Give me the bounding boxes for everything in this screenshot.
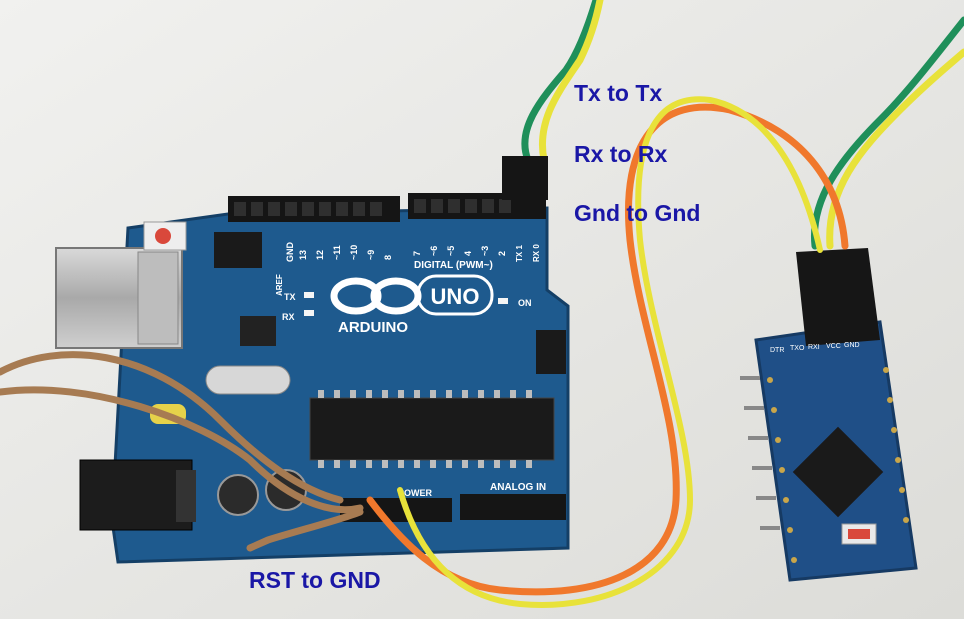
- pin-label: RX 0: [532, 244, 541, 262]
- caption-rst-to-gnd: RST to GND: [249, 567, 381, 593]
- arduino-brand-text: ARDUINO: [338, 319, 408, 336]
- power-jack: [79, 459, 193, 531]
- pin-label: ~9: [366, 250, 376, 260]
- caption-gnd-to-gnd: Gnd to Gnd: [574, 200, 701, 226]
- gnd-label: GND: [285, 242, 295, 263]
- pin-label: ~10: [349, 245, 359, 260]
- pro-mini-label: VCC: [826, 343, 841, 350]
- pin-label: ~11: [332, 245, 342, 260]
- pin-label: 4: [463, 251, 473, 256]
- pin-label: ~3: [480, 246, 490, 256]
- analog-label: ANALOG IN: [490, 482, 546, 493]
- caption-rx-to-rx: Rx to Rx: [574, 141, 668, 167]
- arduino-uno-board: UNO ARDUINO DIGITAL (PWM~) ANALOG IN POW…: [55, 193, 570, 564]
- pro-mini-label: GND: [844, 342, 860, 349]
- power-label: POWER: [398, 488, 433, 498]
- caption-tx-to-tx: Tx to Tx: [574, 80, 663, 106]
- digital-label: DIGITAL (PWM~): [414, 260, 493, 271]
- pro-mini-label: DTR: [770, 347, 784, 354]
- pin-label: 8: [383, 255, 393, 260]
- capacitor: [217, 474, 259, 516]
- tx-label: TX: [284, 292, 296, 302]
- pin-label: 7: [412, 251, 422, 256]
- uno-logo-text: UNO: [431, 284, 480, 309]
- analog-header: [460, 494, 566, 520]
- infinity-logo-icon: [330, 277, 382, 315]
- pin-label: ~6: [429, 246, 439, 256]
- yellow-wire-rx: [539, 0, 604, 164]
- rx-label: RX: [282, 312, 295, 322]
- pin-label: TX 1: [515, 245, 524, 262]
- on-label: ON: [518, 298, 532, 308]
- aref-label: AREF: [275, 274, 284, 296]
- pin-label: ~5: [446, 246, 456, 256]
- arduino-pro-mini-board: DTR TXO RXI VCC GND: [740, 248, 918, 582]
- pin-label: 2: [497, 251, 507, 256]
- pro-mini-label: RXI: [808, 344, 820, 351]
- icsp-header: [214, 232, 262, 268]
- pro-mini-header-connector: [796, 248, 880, 346]
- icsp-header-2: [536, 330, 566, 374]
- pro-mini-label: TXO: [790, 345, 805, 352]
- usb-controller-chip: [240, 316, 276, 346]
- atmega-chip: [309, 397, 555, 461]
- pro-mini-chip: [792, 426, 884, 518]
- green-wire-tx: [521, 0, 600, 164]
- dupont-connector: [502, 156, 548, 200]
- pin-label: 12: [315, 250, 325, 260]
- pin-label: 13: [298, 250, 308, 260]
- brown-wire-rst: [0, 351, 344, 504]
- crystal-oscillator: [205, 365, 291, 395]
